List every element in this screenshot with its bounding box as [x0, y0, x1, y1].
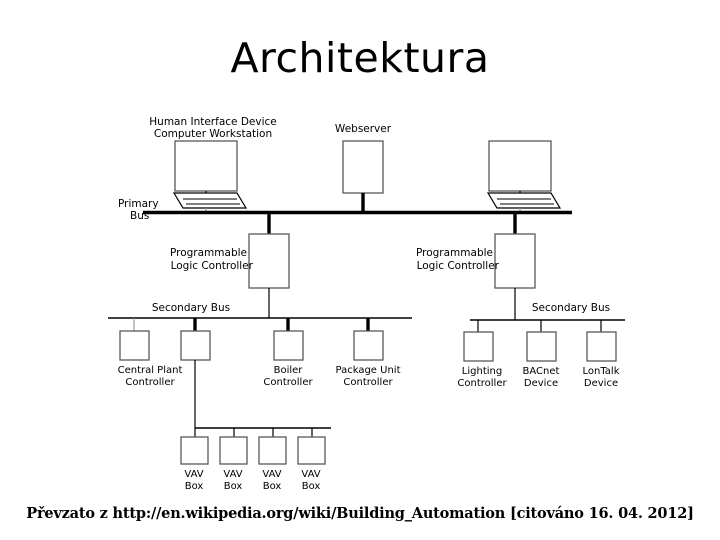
plc-left-label-line1: Programmable [170, 247, 247, 259]
lontalk-device-group: LonTalk Device [582, 320, 620, 389]
package-unit-controller-label-line2: Controller [343, 377, 393, 388]
bacnet-device-box [526, 331, 557, 362]
lontalk-device-label-line1: LonTalk [582, 366, 619, 377]
lighting-controller-label-line2: Controller [457, 378, 507, 389]
vav-box-1-group: VAV Box [180, 428, 209, 490]
vav-box-4-label-line2: Box [302, 481, 321, 490]
workstation-right-group [486, 140, 562, 213]
boiler-controller-group: Boiler Controller [263, 318, 313, 388]
vav-box-4-box [297, 436, 326, 465]
vav-box-2-label-line2: Box [224, 481, 243, 490]
workstation-left-label-line1: Human Interface Device [149, 116, 276, 128]
architecture-diagram: Human Interface Device Computer Workstat… [0, 100, 720, 490]
secondary-bus-left-group: Secondary Bus [108, 302, 412, 319]
boiler-controller-box [273, 330, 304, 361]
secondary-bus-right-label: Secondary Bus [532, 302, 610, 314]
central-plant-controller-group: Central Plant Controller [118, 318, 183, 388]
boiler-controller-label-line1: Boiler [274, 365, 304, 376]
vav-box-3-box [258, 436, 287, 465]
server-box-icon [342, 140, 384, 194]
plc-right-label-line2: Logic Controller [417, 260, 500, 272]
lighting-controller-group: Lighting Controller [457, 320, 507, 389]
unlabeled-controller-box [180, 330, 211, 361]
primary-bus-group: Primary Bus [118, 198, 572, 222]
source-citation: Převzato z http://en.wikipedia.org/wiki/… [26, 505, 694, 522]
workstation-left-label-line2: Computer Workstation [154, 128, 272, 140]
vav-box-2-label-line1: VAV [223, 469, 242, 480]
package-unit-controller-box [353, 330, 384, 361]
secondary-bus-left-label: Secondary Bus [152, 302, 230, 314]
primary-bus-label-line1: Primary [118, 198, 159, 210]
vav-box-3-group: VAV Box [258, 428, 287, 490]
workstation-left-group: Human Interface Device Computer Workstat… [149, 116, 277, 213]
plc-right-label-line1: Programmable [416, 247, 493, 259]
central-plant-controller-label-line1: Central Plant [118, 365, 183, 376]
vav-box-1-box [180, 436, 209, 465]
package-unit-controller-group: Package Unit Controller [336, 318, 401, 388]
secondary-bus-right-group: Secondary Bus [470, 302, 625, 321]
central-plant-controller-label-line2: Controller [125, 377, 175, 388]
boiler-controller-label-line2: Controller [263, 377, 313, 388]
lighting-controller-label-line1: Lighting [462, 366, 502, 377]
webserver-group: Webserver [335, 123, 392, 213]
computer-workstation-icon [488, 140, 552, 192]
bacnet-device-label-line2: Device [524, 378, 558, 389]
plc-left-group: Programmable Logic Controller [170, 212, 290, 318]
webserver-label: Webserver [335, 123, 392, 135]
plc-right-group: Programmable Logic Controller [416, 212, 536, 320]
central-plant-controller-box [119, 330, 150, 361]
plc-left-label-line2: Logic Controller [171, 260, 254, 272]
unlabeled-controller-group [180, 318, 211, 428]
plc-right-box [494, 233, 536, 289]
bacnet-device-label-line1: BACnet [523, 366, 560, 377]
lighting-controller-box [463, 331, 494, 362]
vav-box-1-label-line2: Box [185, 481, 204, 490]
computer-workstation-icon [174, 140, 238, 192]
vav-box-2-group: VAV Box [219, 428, 248, 490]
vav-box-4-group: VAV Box [297, 428, 326, 490]
primary-bus-label-line2: Bus [130, 210, 149, 222]
bacnet-device-group: BACnet Device [523, 320, 560, 389]
package-unit-controller-label-line1: Package Unit [336, 365, 401, 376]
vav-box-2-box [219, 436, 248, 465]
lontalk-device-label-line2: Device [584, 378, 618, 389]
vav-box-3-label-line1: VAV [262, 469, 281, 480]
lontalk-device-box [586, 331, 617, 362]
vav-box-1-label-line1: VAV [184, 469, 203, 480]
plc-left-box [248, 233, 290, 289]
vav-box-4-label-line1: VAV [301, 469, 320, 480]
vav-box-3-label-line2: Box [263, 481, 282, 490]
page-title: Architektura [230, 34, 490, 82]
keyboard-icon [172, 192, 248, 209]
keyboard-icon [486, 192, 562, 209]
